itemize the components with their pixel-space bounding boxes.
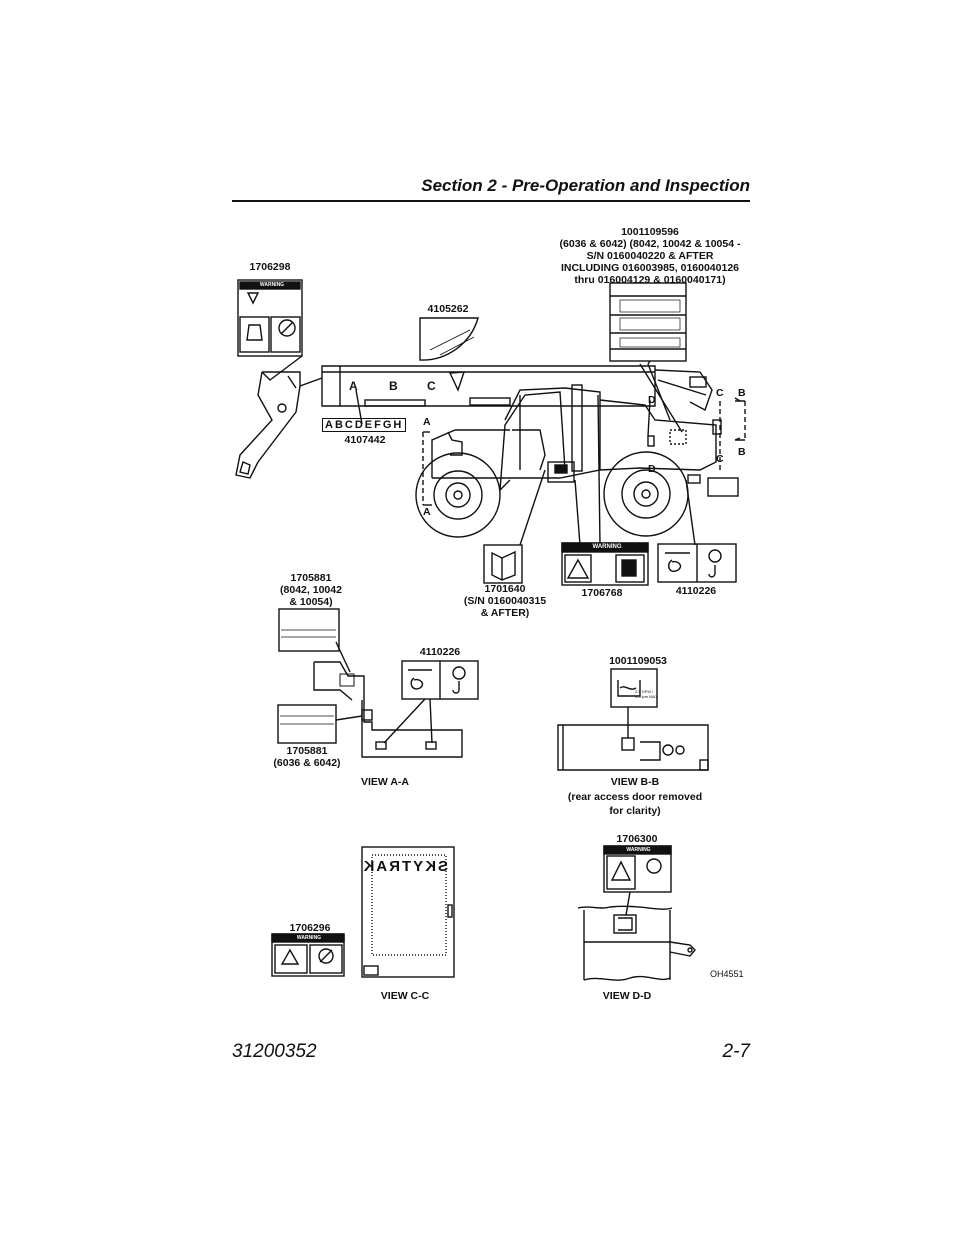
decal-label-1706298: 1706298 — [249, 261, 291, 273]
warning-word-1706768: WARNING — [592, 544, 622, 550]
decal-label-1706296: 1706296 — [289, 922, 331, 934]
section-marker-c-bottom: C — [716, 453, 724, 465]
section-marker-d-bottom: D — [648, 463, 656, 475]
decal-label-1701640-line1: 1701640 — [484, 583, 526, 595]
view-aa-title: VIEW A-A — [360, 776, 410, 788]
decal-label-4105262: 4105262 — [427, 303, 469, 315]
view-dd-drawing — [577, 845, 696, 981]
view-cc-drawing — [271, 846, 455, 978]
view-bb-subtitle-line1: (rear access door removed — [567, 791, 703, 803]
decal-label-1001109596-line1: 1001109596 — [621, 226, 679, 238]
decal-label-1705881a-line3: & 10054) — [289, 596, 333, 608]
gauge-spec-text: 2.5 GPM / 9.5 lpm MAX — [635, 689, 658, 699]
telehandler-side-view — [235, 363, 746, 546]
warning-word-1706300: WARNING — [626, 847, 651, 853]
boom-letter-c: C — [427, 379, 436, 393]
decal-1701640-graphic — [483, 544, 523, 584]
view-cc-title: VIEW C-C — [380, 990, 430, 1002]
decal-label-1001109053: 1001109053 — [609, 655, 667, 667]
decal-label-4107442: 4107442 — [344, 434, 386, 446]
decal-4105262-graphic — [419, 317, 479, 392]
section-marker-a-bottom: A — [423, 506, 431, 518]
decal-label-1001109596-line3: S/N 0160040220 & AFTER — [586, 250, 714, 262]
view-aa-drawing — [277, 608, 479, 758]
decal-label-1705881b-line2: (6036 & 6042) — [273, 757, 341, 769]
decal-label-4110226-top: 4110226 — [675, 585, 717, 597]
section-marker-b-bottom: B — [738, 446, 746, 458]
warning-word-1706296: WARNING — [296, 935, 322, 941]
view-dd-title: VIEW D-D — [602, 990, 652, 1002]
decal-label-1701640-line3: & AFTER) — [480, 607, 530, 619]
decal-label-1705881a-line1: 1705881 — [290, 572, 332, 584]
section-marker-c-top: C — [716, 387, 724, 399]
section-marker-d-top: D — [648, 394, 656, 406]
decal-1001109596-graphic — [609, 282, 687, 365]
warning-word-1706298: WARNING — [259, 282, 285, 288]
figure-reference: OH4551 — [710, 969, 744, 979]
decal-4107442-strip: ABCDEFGH — [322, 418, 407, 432]
cab-brand-text-mirrored: SKYTRAK — [361, 858, 448, 875]
view-bb-title: VIEW B-B — [610, 776, 660, 788]
decal-label-1001109596-line4: INCLUDING 016003985, 0160040126 — [560, 262, 740, 274]
decal-label-1706300: 1706300 — [616, 833, 658, 845]
section-marker-b-top: B — [738, 387, 746, 399]
view-bb-subtitle-line2: for clarity) — [609, 805, 661, 817]
decal-1706298-graphic — [237, 279, 303, 381]
decal-label-4110226-mid: 4110226 — [419, 646, 461, 658]
decal-label-1001109596-line2: (6036 & 6042) (8042, 10042 & 10054 - — [559, 238, 741, 250]
decal-1706768-graphic — [561, 542, 649, 586]
decal-label-1705881a-line2: (8042, 10042 — [280, 584, 342, 596]
view-bb-drawing — [557, 668, 709, 771]
boom-letter-b: B — [389, 379, 398, 393]
footer-doc-number: 31200352 — [232, 1041, 317, 1062]
decal-label-1705881b-line1: 1705881 — [286, 745, 328, 757]
section-marker-a-top: A — [423, 416, 431, 428]
decal-4110226-top-graphic — [657, 543, 737, 583]
decal-label-1701640-line2: (S/N 0160040315 — [463, 595, 547, 607]
header-rule — [232, 200, 750, 202]
boom-letter-a: A — [349, 379, 358, 393]
decal-label-1706768: 1706768 — [581, 587, 623, 599]
decal-label-1001109596-line5: thru 016004129 & 0160040171) — [574, 274, 726, 286]
section-title: Section 2 - Pre-Operation and Inspection — [421, 176, 750, 195]
footer-page-number: 2-7 — [722, 1041, 750, 1062]
